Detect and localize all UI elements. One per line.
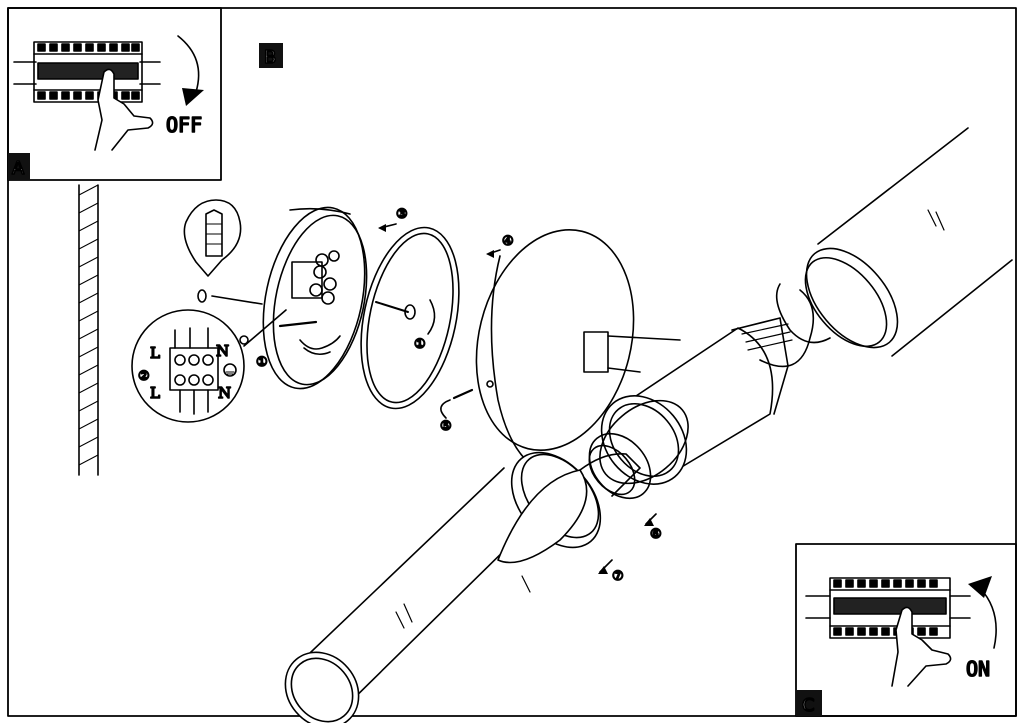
wall-plug-icon [205,209,223,257]
outer-frame [7,7,1017,717]
arrow-head [968,576,992,598]
plate-screw [452,388,474,400]
breaker-row-top [37,43,140,52]
upper-glass-tube [775,127,1013,357]
breaker-row-bottom [37,91,140,100]
junction-housing [211,206,368,390]
tube-collar-upper [805,247,899,349]
panel-b-badge: B [264,47,276,68]
turn-off-arrow-icon [177,35,200,93]
step-3: ③ [396,207,408,222]
step-6: ⑥ [650,527,662,542]
panel-a: OFF A [7,7,222,181]
breaker-row-top [833,579,938,588]
wiring-detail: L N L N [131,309,287,423]
panel-c-badge: C [802,695,815,716]
breaker-box-off [13,41,161,103]
terminal-label-l-top: L [150,344,160,362]
step-4: ④ [502,234,514,249]
rotate-arrow-icon [427,299,436,335]
mounting-screw [278,320,318,328]
cable-bundle [299,335,341,356]
terminal-label-n-top: N [216,342,229,360]
breaker-lever-strip [833,597,947,615]
cover-screw [375,301,409,313]
step-2: ② [138,369,150,384]
wiring-detail-circle [131,309,245,423]
housing-cover [360,226,460,410]
panel-b-badge-bg [259,43,283,68]
terminal-label-l-bottom: L [150,384,160,402]
tube-end-cap [284,651,360,723]
panel-a-frame [7,7,222,181]
step-5: ⑤ [440,419,452,434]
step-7: ⑦ [612,569,624,584]
panel-c: ON C [795,543,1017,717]
step-markers: ① ② ③ ① ④ ⑤ ⑥ ⑦ [137,206,662,585]
terminal-block [291,261,323,299]
panel-a-badge: A [12,158,25,179]
breaker-row-bottom [833,627,938,636]
switch-off-label: OFF [166,113,202,137]
wall-plug-callout [183,199,242,303]
wall-plate [452,228,681,475]
hand-pointer-icon [891,606,952,687]
step-1a: ① [256,355,268,370]
arrow-head [182,88,204,106]
panel-a-badge-bg [8,153,30,180]
lamp-body [599,289,815,485]
breaker-lever-strip [37,62,139,80]
panel-c-frame [795,543,1017,717]
terminal-label-n-bottom: N [218,384,231,402]
plate-bracket [583,331,609,373]
lower-glass-tube [284,432,652,723]
hand-pointer-icon [94,68,154,151]
switch-on-label: ON [966,657,990,681]
turn-on-arrow-icon [979,587,997,649]
lower-bulb [497,469,588,564]
upper-bulb [775,283,831,344]
wall-section [78,184,99,476]
breaker-box-on [805,577,971,639]
step-1b: ① [414,337,426,352]
panel-c-badge-bg [796,690,822,716]
step-5-arrow-icon [440,399,451,419]
socket-connector [759,289,815,368]
